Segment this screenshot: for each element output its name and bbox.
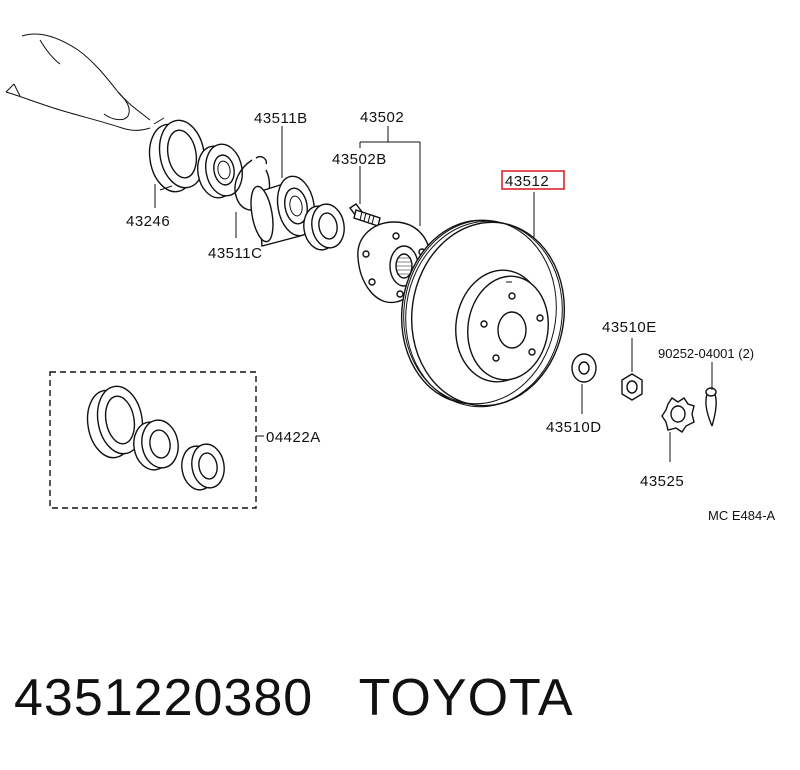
hub-bolt-43502B[interactable] (348, 203, 381, 227)
label-43511C: 43511C (208, 245, 262, 262)
highlight-box-43512 (501, 170, 565, 190)
label-43511B: 43511B (254, 110, 308, 127)
part-caption: 4351220380 TOYOTA (14, 668, 574, 728)
label-43502B: 43502B (332, 151, 387, 168)
label-04422A: 04422A (266, 429, 321, 446)
inner-bearing[interactable] (194, 141, 246, 200)
caption-part-number: 4351220380 (14, 669, 314, 727)
label-43512: 43512 (505, 173, 549, 190)
washer-43510D[interactable] (571, 353, 597, 383)
outer-bearing[interactable] (300, 202, 347, 253)
label-90252-04001: 90252-04001 (2) (658, 346, 754, 361)
exploded-parts-diagram: 43246 43511B 43511C 43502 43502B 43512 4… (5, 33, 776, 523)
bearing-kit-04422A[interactable] (49, 371, 257, 509)
cotter-pin-90252[interactable] (705, 387, 717, 427)
label-43246: 43246 (126, 213, 170, 230)
label-43510E: 43510E (602, 319, 657, 336)
caption-brand: TOYOTA (358, 669, 574, 727)
hub-bearing-43511B[interactable] (247, 173, 319, 247)
label-43502: 43502 (360, 109, 404, 126)
diagram-code: MC E484-A (708, 508, 776, 523)
label-43525: 43525 (640, 473, 684, 490)
nut-43510E[interactable] (621, 373, 643, 401)
label-43510D: 43510D (546, 419, 602, 436)
leader-43502 (359, 126, 421, 226)
brake-disc-43512[interactable] (390, 210, 576, 417)
pointing-hand-icon (5, 33, 151, 131)
lock-cap-43525[interactable] (661, 397, 695, 433)
